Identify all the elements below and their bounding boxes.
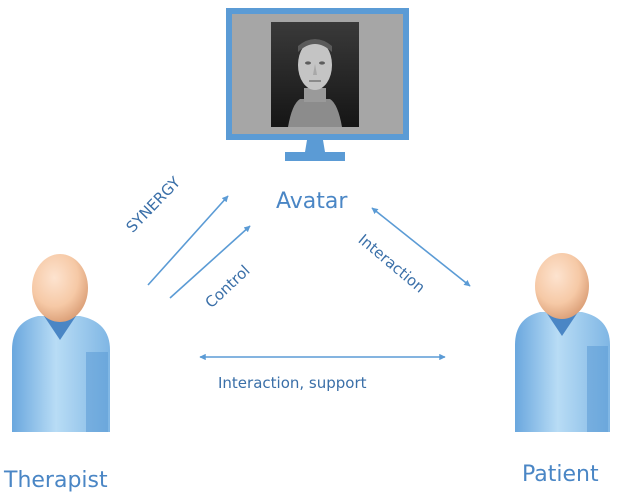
patient-label: Patient — [522, 462, 599, 487]
control-arrow — [169, 225, 251, 299]
synergy-arrow — [147, 195, 229, 286]
interaction-bottom-label: Interaction, support — [218, 374, 367, 392]
interaction-right-arrow — [371, 207, 471, 287]
therapist-label: Therapist — [4, 468, 108, 493]
patient-person-icon — [515, 253, 610, 432]
monitor-icon — [226, 8, 409, 161]
face-image — [288, 39, 342, 127]
avatar-label: Avatar — [276, 189, 348, 214]
therapist-person-icon — [12, 254, 110, 432]
